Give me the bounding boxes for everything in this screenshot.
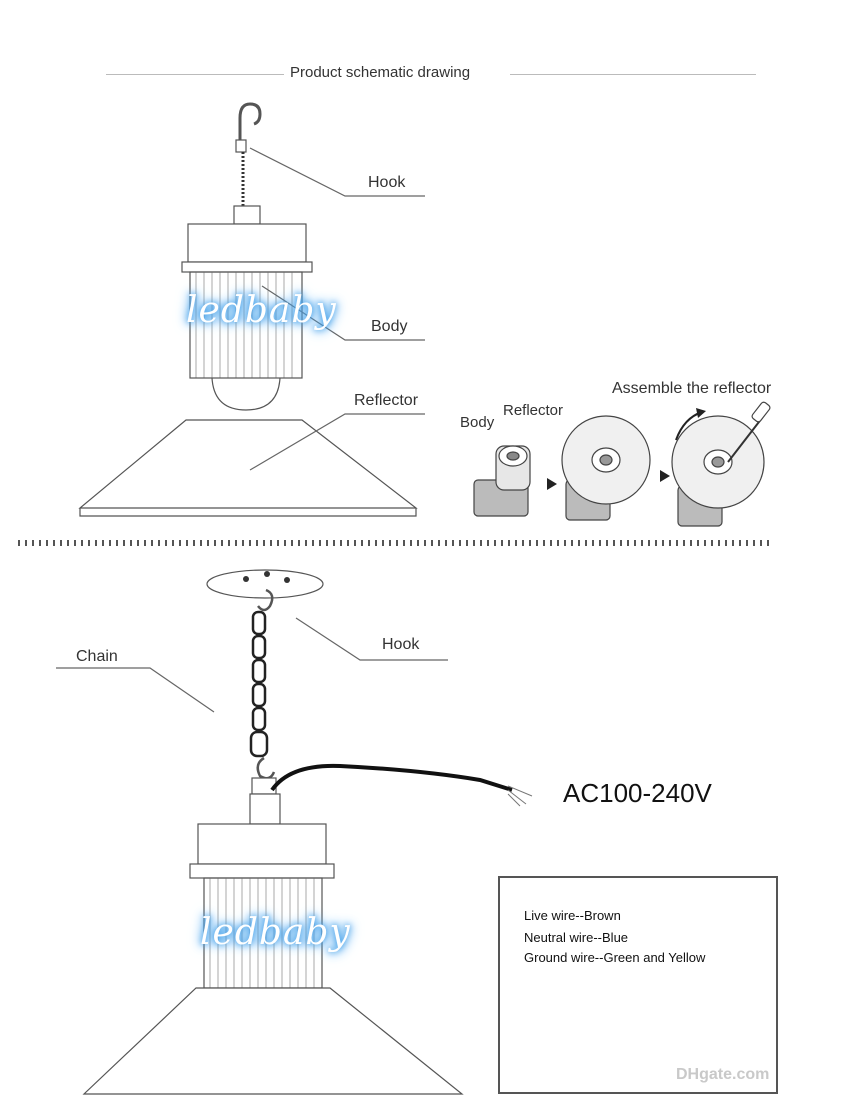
label-chain: Chain (76, 648, 118, 665)
page-title: Product schematic drawing (290, 64, 471, 81)
watermark-bottom: ledbaby (200, 912, 351, 953)
top-lamp (78, 102, 425, 517)
header: Product schematic drawing (0, 62, 850, 86)
step-reflector (561, 415, 651, 521)
assembly-reflector-label: Reflector (503, 402, 564, 419)
step-body (473, 445, 531, 517)
assembly-title: Assemble the reflector (612, 380, 772, 397)
ground-wire-label: Ground wire--Green and Yellow (524, 950, 706, 965)
step-assembled (671, 401, 771, 527)
label-body-top: Body (371, 318, 408, 335)
header-rule-left (106, 74, 284, 75)
header-rule-right (510, 74, 756, 75)
live-wire-label: Live wire--Brown (524, 908, 621, 923)
voltage-label: AC100-240V (563, 778, 712, 808)
wiring-legend: Live wire--Brown Neutral wire--Blue Grou… (498, 876, 778, 1094)
footer-watermark: DHgate.com (676, 1066, 770, 1083)
bottom-lamp (56, 569, 533, 1095)
watermark-top: ledbaby (186, 290, 337, 331)
neutral-wire-label: Neutral wire--Blue (524, 930, 629, 945)
assembly-body-label: Body (460, 414, 495, 431)
assembly-steps (473, 401, 771, 527)
label-reflector-top: Reflector (354, 392, 419, 409)
label-hook-bottom: Hook (382, 636, 420, 653)
label-hook-top: Hook (368, 174, 406, 191)
